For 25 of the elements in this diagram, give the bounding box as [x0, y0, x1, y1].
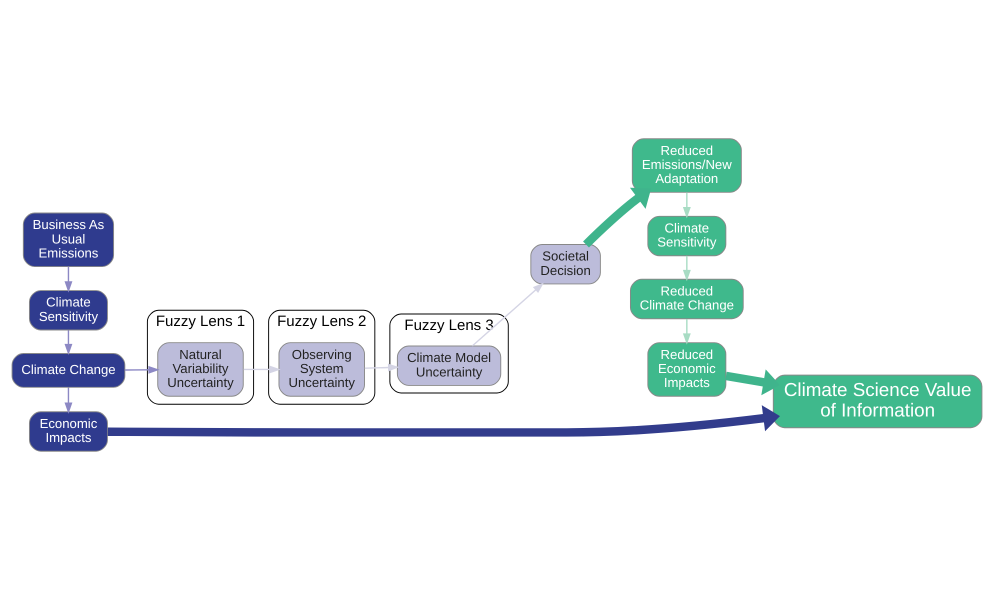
node-box: Business As Usual Emissions	[22, 212, 114, 267]
node-box: Climate Sensitivity	[647, 215, 726, 256]
arrow	[124, 365, 160, 374]
node-box: Natural Variability Uncertainty	[157, 342, 244, 396]
arrow	[583, 187, 652, 247]
arrow	[682, 255, 691, 281]
node-box: Societal Decision	[530, 244, 601, 284]
arrow	[682, 318, 691, 344]
node-box: Climate Sensitivity	[28, 290, 108, 330]
arrow	[472, 282, 544, 346]
arrow	[64, 266, 72, 292]
arrow	[108, 404, 780, 436]
node-box: Economic Impacts	[28, 410, 108, 452]
node-box: Reduced Emissions/New Adaptation	[632, 138, 742, 192]
arrow	[64, 330, 72, 355]
node-box: Observing System Uncertainty	[278, 342, 365, 396]
node-box: Reduced Climate Change	[630, 278, 744, 319]
arrow	[364, 363, 400, 371]
node-box: Climate Model Uncertainty	[396, 345, 502, 386]
arrow	[682, 192, 691, 218]
arrow	[64, 387, 72, 414]
node-box: Reduced Economic Impacts	[647, 342, 726, 396]
arrow	[244, 365, 281, 373]
node-box: Climate Change	[12, 352, 126, 388]
node-box: Climate Science Value of Information	[772, 374, 982, 428]
